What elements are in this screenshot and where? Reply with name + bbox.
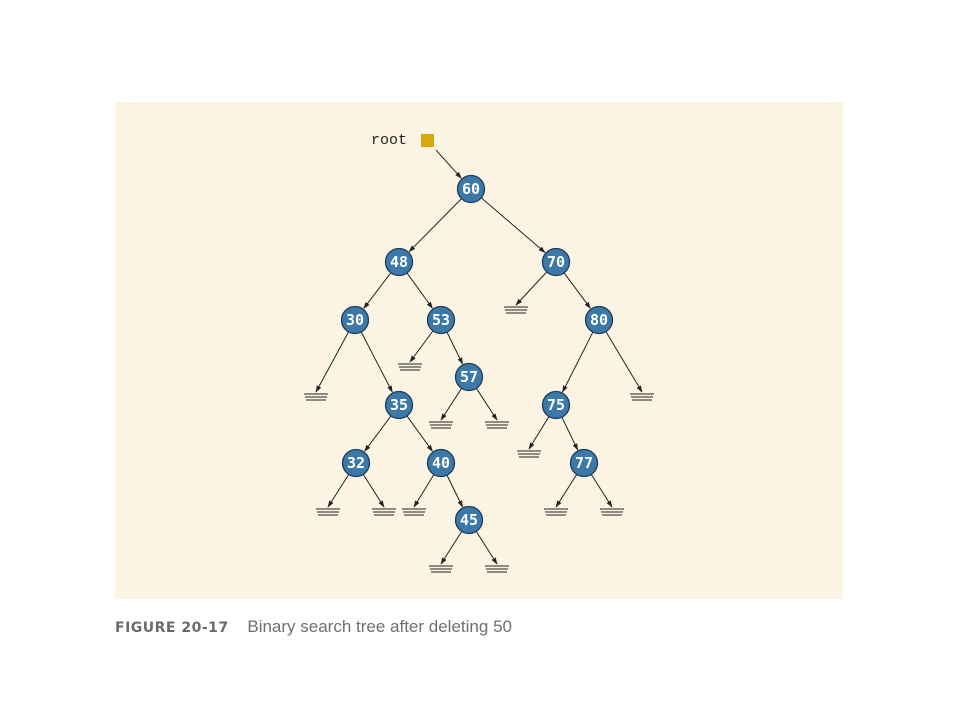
edge-75-77: [561, 416, 579, 451]
null-ground-53-left: [398, 363, 422, 371]
null-edge-77-right: [590, 474, 613, 508]
tree-edges: [304, 149, 654, 573]
tree-node-53: 53: [426, 305, 456, 335]
edge-60-70: [480, 197, 546, 254]
node-value: 32: [347, 454, 365, 472]
node-value: 57: [460, 368, 478, 386]
null-edge-45-left: [440, 531, 463, 565]
tree-node-75: 75: [541, 390, 571, 420]
node-circle: [340, 305, 370, 335]
null-ground-57-left: [429, 421, 453, 429]
null-ground-30-left: [304, 393, 328, 401]
null-ground-77-right: [600, 508, 624, 516]
node-value: 75: [547, 396, 565, 414]
tree-node-80: 80: [584, 305, 614, 335]
null-edge-32-left: [327, 474, 350, 508]
node-value: 70: [547, 253, 565, 271]
caption-text: Binary search tree after deleting: [247, 617, 489, 636]
tree-node-30: 30: [340, 305, 370, 335]
tree-node-70: 70: [541, 247, 571, 277]
node-circle: [341, 448, 371, 478]
node-circle: [541, 390, 571, 420]
node-circle: [454, 362, 484, 392]
node-circle: [426, 305, 456, 335]
node-value: 35: [390, 396, 408, 414]
tree-nodes: 32 45 40 35 30 57 53 48 77 75 80 70 60: [340, 174, 614, 535]
edge-40-45: [446, 474, 464, 508]
tree-node-40: 40: [426, 448, 456, 478]
null-ground-40-left: [402, 508, 426, 516]
null-edge-57-right: [475, 388, 498, 421]
null-edge-32-right: [362, 474, 385, 508]
edge-60-48: [408, 198, 462, 253]
node-circle: [584, 305, 614, 335]
null-ground-32-right: [372, 508, 396, 516]
node-value: 77: [575, 454, 593, 472]
null-edge-80-right: [605, 331, 643, 393]
null-ground-80-right: [630, 393, 654, 401]
null-ground-45-left: [429, 565, 453, 573]
tree-node-35: 35: [384, 390, 414, 420]
node-circle: [454, 505, 484, 535]
edge-35-40: [406, 415, 433, 452]
null-edge-57-left: [440, 388, 463, 421]
null-ground-70-left: [504, 306, 528, 314]
null-ground-57-right: [485, 421, 509, 429]
null-edge-75-left: [528, 416, 550, 450]
null-edge-53-left: [409, 330, 434, 363]
null-ground-32-left: [316, 508, 340, 516]
null-edge-77-left: [555, 474, 578, 508]
tree-node-48: 48: [384, 247, 414, 277]
figure-number: FIGURE 20-17: [115, 620, 229, 636]
node-value: 60: [462, 180, 480, 198]
edge-70-80: [563, 272, 591, 309]
root-pointer-arrow: [435, 149, 462, 179]
tree-node-60: 60: [456, 174, 486, 204]
node-circle: [569, 448, 599, 478]
node-value: 80: [590, 311, 608, 329]
node-circle: [384, 247, 414, 277]
node-value: 45: [460, 511, 478, 529]
node-value: 53: [432, 311, 450, 329]
edge-35-32: [364, 415, 392, 452]
node-value: 30: [346, 311, 364, 329]
null-edge-30-left: [315, 331, 350, 393]
null-ground-45-right: [485, 565, 509, 573]
edge-48-53: [406, 272, 433, 309]
root-label: root: [371, 132, 407, 149]
tree-node-32: 32: [341, 448, 371, 478]
root-pointer-box: [421, 134, 434, 147]
tree-node-57: 57: [454, 362, 484, 392]
node-circle: [541, 247, 571, 277]
edge-53-57: [446, 331, 464, 365]
node-circle: [456, 174, 486, 204]
node-value: 48: [390, 253, 408, 271]
null-ground-77-left: [544, 508, 568, 516]
figure-caption: FIGURE 20-17 Binary search tree after de…: [115, 617, 512, 637]
caption-value: 50: [493, 617, 512, 636]
edge-80-75: [562, 331, 594, 393]
null-edge-70-left: [515, 271, 548, 306]
null-edge-40-left: [413, 474, 435, 508]
tree-node-45: 45: [454, 505, 484, 535]
edge-30-35: [360, 331, 393, 393]
node-circle: [384, 390, 414, 420]
tree-node-77: 77: [569, 448, 599, 478]
edge-48-30: [363, 272, 392, 310]
null-ground-75-left: [517, 450, 541, 458]
null-edge-45-right: [475, 531, 498, 565]
node-value: 40: [432, 454, 450, 472]
node-circle: [426, 448, 456, 478]
